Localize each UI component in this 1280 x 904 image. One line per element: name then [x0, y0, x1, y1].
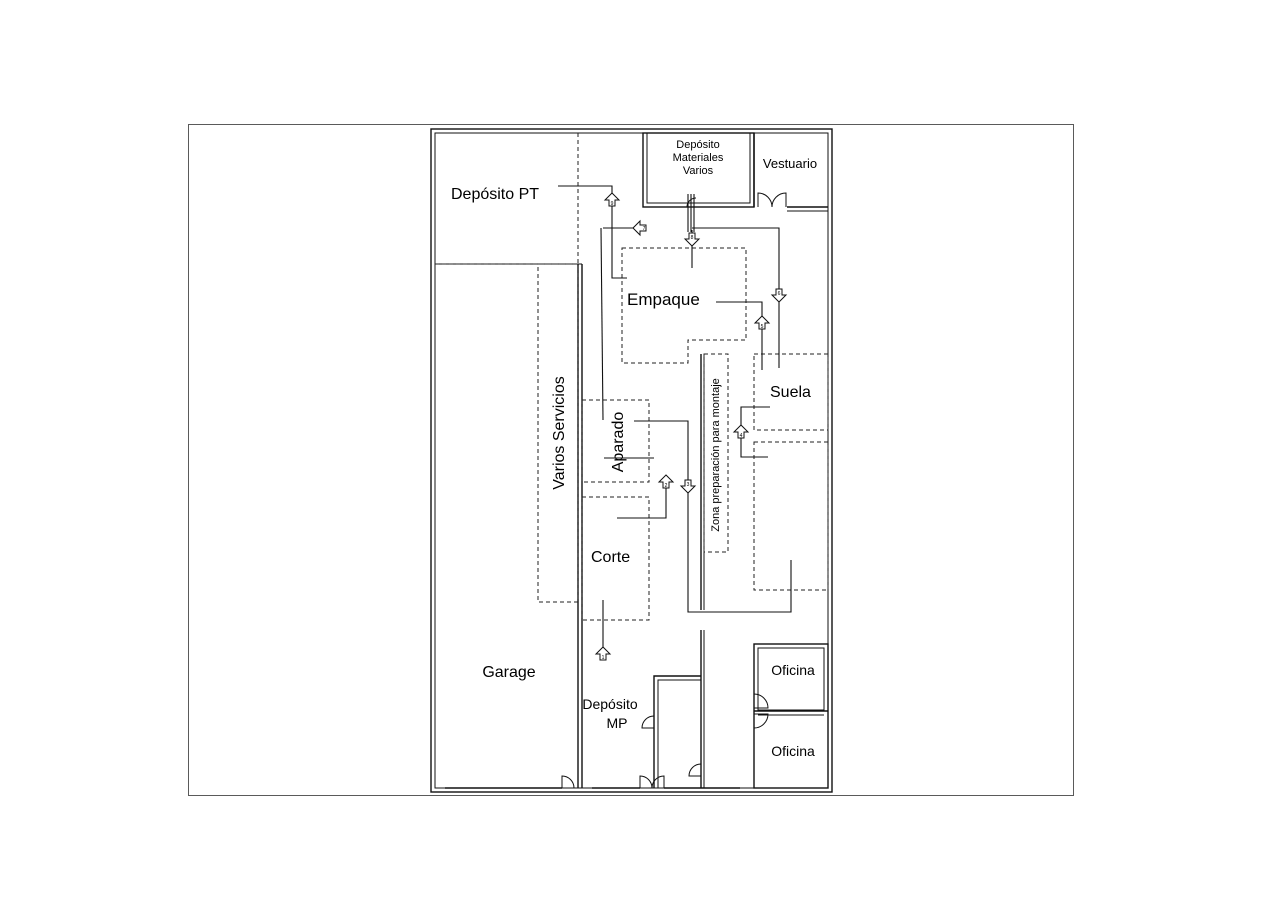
- door-icon: [753, 713, 769, 729]
- label-garage: Garage: [482, 664, 535, 681]
- step-number: 5: [761, 324, 764, 330]
- label-oficina-2: Oficina: [771, 743, 815, 759]
- arrow-up-icon: [732, 424, 750, 439]
- doors: [561, 192, 787, 789]
- room-labels: Depósito PT Depósito Materiales Varios V…: [451, 139, 817, 759]
- label-aparado: Aparado: [610, 412, 627, 473]
- door-icon: [641, 715, 655, 729]
- door-icon: [561, 775, 575, 789]
- label-corte: Corte: [591, 549, 630, 566]
- label-deposito-mp-1: Depósito: [582, 696, 637, 712]
- door-icon: [688, 763, 702, 777]
- step-number: 8: [691, 235, 694, 241]
- step-number: 6: [778, 291, 781, 297]
- arrow-down-icon: [770, 288, 788, 303]
- dashed-zones: [435, 133, 829, 621]
- label-empaque: Empaque: [627, 290, 700, 309]
- step-number: 9: [611, 201, 614, 207]
- arrow-up-icon: [594, 646, 612, 661]
- step-number: 7: [643, 226, 646, 232]
- label-varios-servicios: Varios Servicios: [551, 376, 568, 490]
- arrow-up-icon: [657, 474, 675, 489]
- label-deposito-materiales-1: Depósito: [676, 139, 719, 151]
- arrow-down-icon: [683, 232, 701, 247]
- step-number: 3: [687, 482, 690, 488]
- label-deposito-mp-2: MP: [607, 715, 628, 731]
- label-suela: Suela: [770, 384, 811, 401]
- label-deposito-materiales-2: Materiales: [673, 152, 724, 164]
- step-number: 4: [740, 433, 743, 439]
- door-icon: [757, 192, 787, 208]
- step-number: 1: [602, 655, 605, 661]
- label-zona-preparacion: Zona preparación para montaje: [710, 378, 722, 531]
- door-icon: [753, 693, 769, 709]
- arrow-up-icon: [753, 315, 771, 330]
- label-oficina-1: Oficina: [771, 662, 815, 678]
- door-icon: [686, 197, 697, 208]
- arrow-up-icon: [603, 192, 621, 207]
- label-deposito-pt: Depósito PT: [451, 186, 539, 203]
- flow-lines: [558, 185, 792, 660]
- door-icon: [639, 775, 665, 789]
- interior-walls: [435, 132, 829, 789]
- arrow-left-icon: [632, 219, 647, 237]
- arrow-down-icon: [679, 479, 697, 494]
- flow-arrows: [594, 192, 788, 661]
- label-deposito-materiales-3: Varios: [683, 165, 714, 177]
- flow-step-numbers: 1 2 3 4 5 6 7 8 9: [602, 201, 781, 661]
- label-vestuario: Vestuario: [763, 156, 817, 171]
- step-number: 2: [665, 483, 668, 489]
- drawing-frame: [188, 124, 1074, 796]
